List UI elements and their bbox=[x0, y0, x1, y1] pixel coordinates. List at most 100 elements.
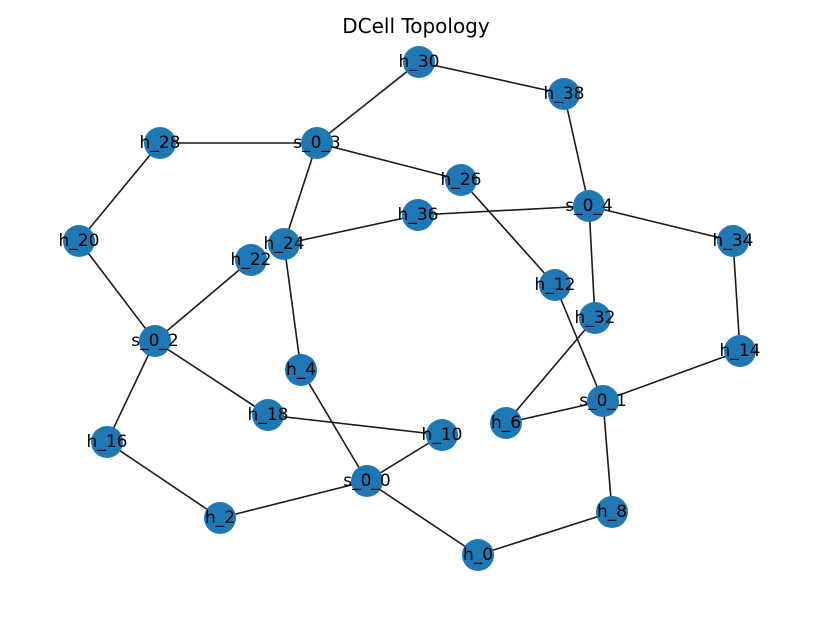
node-label: h_10 bbox=[422, 425, 463, 445]
node-label: h_26 bbox=[441, 170, 482, 190]
node-label: h_30 bbox=[399, 52, 440, 72]
node-h_6: h_6 bbox=[490, 407, 522, 439]
node-circle bbox=[579, 302, 611, 334]
node-h_36: h_36 bbox=[398, 199, 439, 231]
node-label: h_2 bbox=[205, 508, 235, 528]
node-h_10: h_10 bbox=[422, 419, 463, 451]
edge-s_0_0-h_0 bbox=[366, 480, 479, 556]
node-label: s_0_2 bbox=[131, 331, 179, 351]
edge-s_0_1-h_6 bbox=[505, 400, 604, 424]
node-label: h_16 bbox=[87, 432, 128, 452]
node-circle bbox=[235, 244, 267, 276]
node-label: s_0_3 bbox=[293, 133, 341, 153]
edge-s_0_1-h_8 bbox=[602, 400, 613, 513]
edge-h_12-s_0_1 bbox=[554, 284, 604, 402]
edge-h_20-s_0_2 bbox=[78, 240, 156, 342]
node-circle bbox=[63, 225, 95, 257]
node-label: h_18 bbox=[248, 405, 289, 425]
node-label: h_28 bbox=[140, 133, 181, 153]
node-h_16: h_16 bbox=[87, 426, 128, 458]
node-circle bbox=[548, 78, 580, 110]
node-h_32: h_32 bbox=[575, 302, 616, 334]
node-label: h_20 bbox=[59, 231, 100, 251]
node-label: h_34 bbox=[713, 231, 754, 251]
node-h_38: h_38 bbox=[544, 78, 584, 110]
node-h_14: h_14 bbox=[720, 335, 761, 367]
edge-h_8-h_0 bbox=[477, 511, 613, 556]
edge-s_0_4-h_32 bbox=[588, 205, 596, 319]
node-label: h_6 bbox=[491, 413, 521, 433]
edge-h_28-h_20 bbox=[78, 142, 161, 242]
node-h_28: h_28 bbox=[140, 127, 181, 159]
edge-s_0_2-h_16 bbox=[106, 340, 156, 443]
edge-h_14-s_0_1 bbox=[602, 350, 741, 402]
edge-h_22-s_0_2 bbox=[154, 259, 252, 342]
node-label: h_4 bbox=[286, 360, 316, 380]
node-s_0_0: s_0_0 bbox=[343, 465, 391, 497]
node-label: h_22 bbox=[231, 250, 272, 270]
node-h_26: h_26 bbox=[441, 164, 482, 196]
node-h_12: h_12 bbox=[535, 269, 576, 301]
node-s_0_3: s_0_3 bbox=[293, 127, 341, 159]
edge-s_0_3-h_26 bbox=[316, 142, 462, 181]
edge-s_0_3-h_24 bbox=[283, 142, 318, 245]
node-circle bbox=[402, 199, 434, 231]
edge-h_36-s_0_4 bbox=[417, 205, 590, 216]
edge-s_0_2-h_18 bbox=[154, 340, 269, 416]
node-circle bbox=[587, 385, 619, 417]
edge-h_16-h_2 bbox=[106, 441, 221, 519]
node-circle bbox=[144, 127, 176, 159]
node-circle bbox=[717, 225, 749, 257]
node-label: h_0 bbox=[463, 545, 493, 565]
node-circle bbox=[268, 228, 300, 260]
node-label: h_8 bbox=[597, 502, 627, 522]
edge-s_0_4-h_34 bbox=[588, 205, 734, 242]
edge-h_24-h_4 bbox=[283, 243, 302, 371]
node-circle bbox=[573, 190, 605, 222]
node-label: h_32 bbox=[575, 308, 616, 328]
node-s_0_2: s_0_2 bbox=[131, 325, 179, 357]
nodes-layer: h_30 h_38 h_28 s_0_3 h_26 s_0_4 h_36 h_34 h_20 h_… bbox=[59, 46, 761, 571]
edge-h_30-s_0_3 bbox=[316, 61, 420, 144]
node-label: s_0_4 bbox=[565, 196, 613, 216]
node-circle bbox=[539, 269, 571, 301]
node-circle bbox=[426, 419, 458, 451]
node-h_2: h_2 bbox=[204, 502, 236, 534]
edge-h_32-h_6 bbox=[505, 317, 596, 424]
node-label: h_36 bbox=[398, 205, 439, 225]
node-circle bbox=[724, 335, 756, 367]
edge-h_30-h_38 bbox=[418, 61, 565, 95]
edge-h_36-h_24 bbox=[283, 214, 419, 245]
node-s_0_4: s_0_4 bbox=[565, 190, 613, 222]
edge-h_34-h_14 bbox=[732, 240, 741, 352]
node-circle bbox=[351, 465, 383, 497]
edges-layer bbox=[78, 61, 741, 556]
node-label: s_0_1 bbox=[579, 391, 627, 411]
node-label: h_14 bbox=[720, 341, 761, 361]
edge-h_38-s_0_4 bbox=[563, 93, 590, 207]
node-h_8: h_8 bbox=[596, 496, 628, 528]
node-h_34: h_34 bbox=[713, 225, 754, 257]
node-circle bbox=[139, 325, 171, 357]
node-circle bbox=[252, 399, 284, 431]
node-h_22: h_22 bbox=[231, 244, 272, 276]
node-circle bbox=[301, 127, 333, 159]
diagram-title: DCell Topology bbox=[342, 14, 490, 38]
node-circle bbox=[462, 539, 494, 571]
node-circle bbox=[596, 496, 628, 528]
edge-h_26-h_12 bbox=[460, 179, 556, 286]
node-label: h_24 bbox=[264, 234, 305, 254]
node-circle bbox=[91, 426, 123, 458]
node-h_18: h_18 bbox=[248, 399, 289, 431]
node-circle bbox=[445, 164, 477, 196]
node-label: s_0_0 bbox=[343, 471, 391, 491]
node-circle bbox=[285, 354, 317, 386]
node-h_0: h_0 bbox=[462, 539, 494, 571]
node-h_4: h_4 bbox=[285, 354, 317, 386]
node-circle bbox=[490, 407, 522, 439]
edge-s_0_0-h_2 bbox=[219, 480, 368, 519]
edge-h_4-s_0_0 bbox=[300, 369, 368, 482]
node-h_24: h_24 bbox=[264, 228, 305, 260]
node-label: h_12 bbox=[535, 275, 576, 295]
